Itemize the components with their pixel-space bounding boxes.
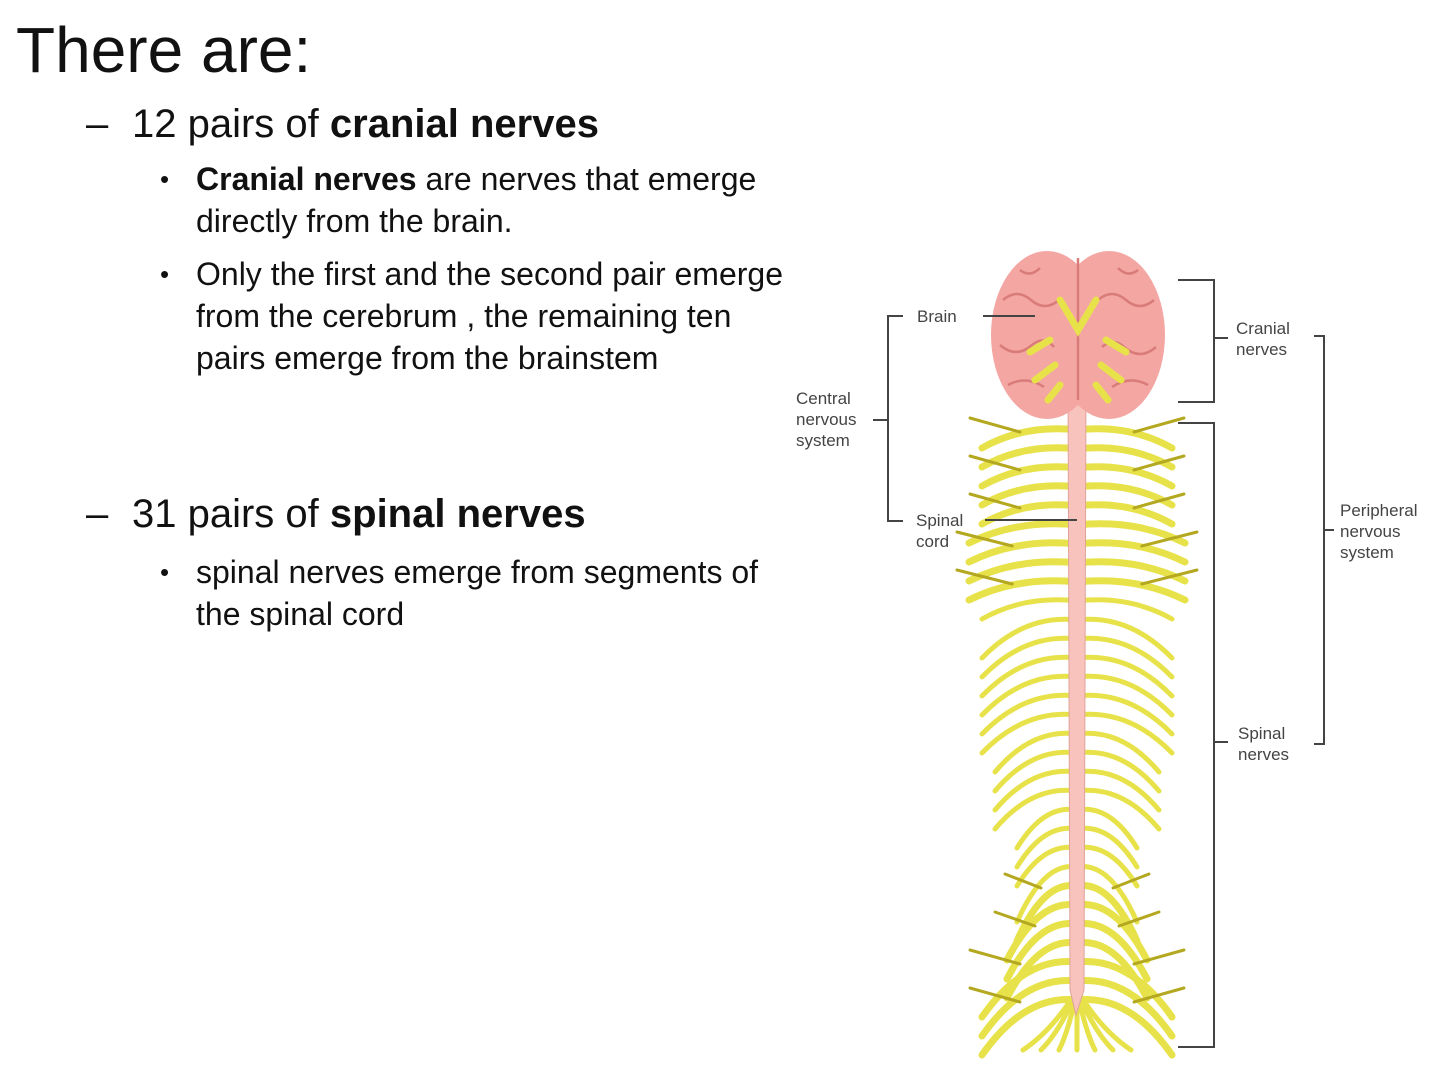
- spinal-nerve-branch: [1074, 711, 1175, 756]
- cranial-heading: –12 pairs of cranial nerves: [86, 102, 599, 146]
- nervous-system-diagram: Brain Central nervous system Spinal cord…: [796, 251, 1422, 1059]
- cranial-bullet-2: • Only the first and the second pair eme…: [160, 253, 800, 379]
- spinal-nerve-branch: [1073, 900, 1151, 964]
- spinal-nerve-branch: [1073, 425, 1176, 452]
- spinal-nerve-branch: [1073, 957, 1176, 1021]
- spinal-nerve-sub-branch: [1140, 568, 1199, 586]
- spinal-nerve-branch: [1073, 539, 1189, 566]
- spinal-nerve-branch: [979, 711, 1080, 756]
- spinal-nerve-branch: [1074, 597, 1175, 622]
- spinal-nerves-bracket: [1178, 422, 1215, 1048]
- spinal-nerve-branch: [978, 976, 1081, 1040]
- spinal-nerve-branch: [979, 616, 1080, 661]
- spinal-nerve-sub-branch: [1132, 948, 1186, 966]
- spinal-nerve-sub-branch: [968, 416, 1022, 434]
- spinal-cord-drawing: [1067, 379, 1087, 1017]
- cns-label: Central nervous system: [796, 389, 861, 450]
- pns-bracket: [1314, 335, 1325, 745]
- spinal-nerve-branch: [1073, 919, 1151, 983]
- bullet-dot: •: [160, 164, 170, 194]
- spinal-nerve-branch: [978, 957, 1081, 1021]
- spinal-nerve-branch: [1073, 577, 1189, 604]
- spinal-heading: –31 pairs of spinal nerves: [86, 492, 586, 536]
- spinal-nerve-branch: [965, 539, 1081, 566]
- dash-marker: –: [86, 102, 109, 146]
- spinal-nerve-branch: [965, 577, 1081, 604]
- spinal-nerve-branch: [1073, 501, 1176, 528]
- cranial-nerves-bracket: [1178, 279, 1215, 403]
- spinal-cord-label: Spinal cord: [916, 511, 968, 551]
- cranial-bullet-1: • Cranial nerves are nerves that emerge …: [160, 158, 800, 242]
- pns-label: Peripheral nervous system: [1340, 501, 1422, 562]
- spinal-nerve-sub-branch: [1140, 530, 1199, 548]
- spinal-nerve-branch: [1074, 749, 1162, 794]
- spinal-nerve-branch: [978, 425, 1081, 452]
- spinal-nerve-branch: [1074, 635, 1175, 680]
- bullet-dot: •: [160, 557, 170, 587]
- spinal-nerve-sub-branch: [968, 492, 1022, 510]
- spinal-nerve-branch: [979, 692, 1080, 737]
- brain-drawing: [991, 251, 1165, 419]
- spinal-bullet-1: • spinal nerves emerge from segments of …: [160, 551, 800, 635]
- spinal-nerve-branch: [978, 995, 1081, 1059]
- spinal-nerve-sub-branch: [1132, 492, 1186, 510]
- spinal-nerve-sub-branch: [1003, 872, 1043, 890]
- dash-marker: –: [86, 492, 109, 536]
- spinal-nerve-branch: [1074, 730, 1162, 775]
- spinal-nerve-branch: [1003, 900, 1081, 964]
- spinal-nerve-branch: [1073, 463, 1176, 490]
- spinal-nerve-branch: [1074, 654, 1175, 699]
- spinal-nerve-branch: [978, 463, 1081, 490]
- spinal-nerve-branch: [979, 654, 1080, 699]
- slide-title: There are:: [16, 14, 312, 86]
- spinal-nerve-sub-branch: [955, 568, 1014, 586]
- spinal-nerve-branch: [1003, 938, 1081, 1002]
- spinal-nerve-sub-branch: [1111, 872, 1151, 890]
- spinal-nerve-sub-branch: [968, 454, 1022, 472]
- spinal-nerves-label: Spinal nerves: [1238, 724, 1290, 764]
- spinal-nerve-branch: [979, 597, 1080, 622]
- spinal-nerve-branch: [992, 768, 1080, 813]
- brain-label: Brain: [917, 307, 957, 326]
- spinal-nerve-sub-branch: [1132, 986, 1186, 1004]
- spinal-nerve-branch: [979, 673, 1080, 718]
- spinal-nerve-sub-branch: [968, 948, 1022, 966]
- spinal-nerve-sub-branch: [968, 986, 1022, 1004]
- spinal-nerve-branch: [1074, 692, 1175, 737]
- spinal-nerve-branch: [1073, 976, 1176, 1040]
- spinal-nerve-sub-branch: [1132, 454, 1186, 472]
- spinal-nerve-branch: [1074, 616, 1175, 661]
- spinal-nerve-branch: [992, 730, 1080, 775]
- spinal-nerve-branch: [1074, 787, 1162, 832]
- spinal-nerve-branch: [1003, 919, 1081, 983]
- spinal-nerve-branch: [1074, 768, 1162, 813]
- cns-bracket: [887, 315, 903, 522]
- cranial-nerves-label: Cranial nerves: [1236, 319, 1295, 359]
- spinal-nerve-branch: [992, 749, 1080, 794]
- spinal-nerve-sub-branch: [1117, 910, 1161, 928]
- spinal-nerve-branch: [1073, 938, 1151, 1002]
- bullet-dot: •: [160, 259, 170, 289]
- spinal-nerve-sub-branch: [1132, 416, 1186, 434]
- spinal-nerve-branch: [1074, 673, 1175, 718]
- spinal-nerve-sub-branch: [993, 910, 1037, 928]
- spinal-nerve-branch: [992, 787, 1080, 832]
- spinal-nerve-branch: [1073, 995, 1176, 1059]
- spinal-nerve-branch: [979, 635, 1080, 680]
- spinal-nerve-sub-branch: [955, 530, 1014, 548]
